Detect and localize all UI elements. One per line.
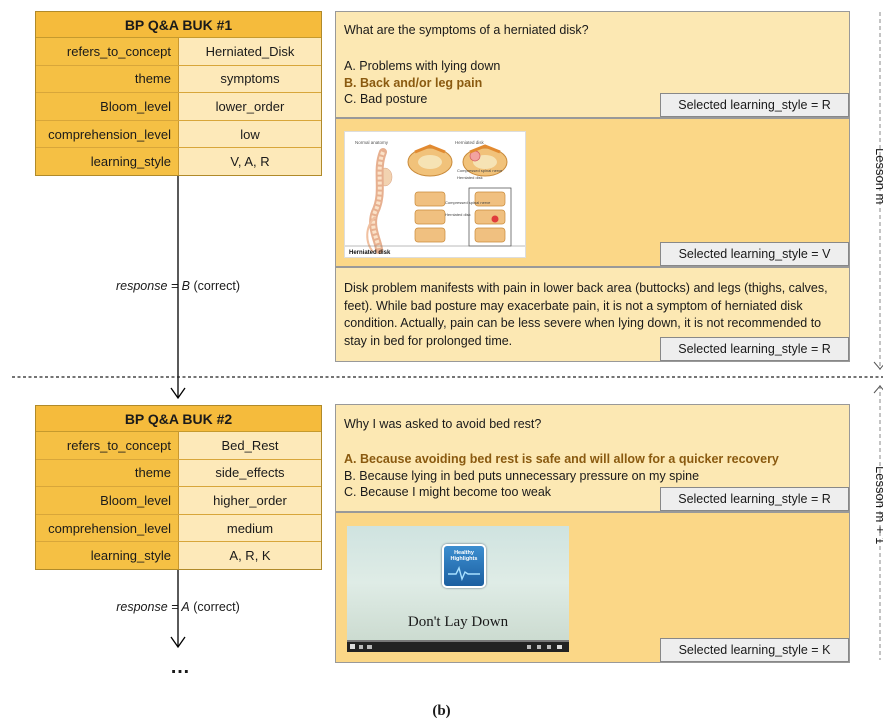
- buk1-key: comprehension_level: [36, 120, 179, 148]
- learning-style-badge: Selected learning_style = R: [660, 487, 849, 511]
- question-panel-2-body: Why I was asked to avoid bed rest? A. Be…: [344, 416, 841, 501]
- question-2-text: Why I was asked to avoid bed rest?: [344, 417, 542, 431]
- buk2-key: theme: [36, 459, 179, 487]
- buk1-key: theme: [36, 65, 179, 93]
- herniated-disk-illustration: Normal anatomy Herniated disk Compressed…: [344, 131, 526, 258]
- bracket-tick-top: [873, 361, 883, 370]
- buk1-key: refers_to_concept: [36, 38, 179, 65]
- video-panel: Healthy Highlights Don't Lay Down Select…: [335, 512, 850, 663]
- learning-style-badge: Selected learning_style = V: [660, 242, 849, 266]
- buk2-value: A, R, K: [179, 542, 321, 569]
- question-1-option-a: A. Problems with lying down: [344, 59, 501, 73]
- buk2-key: refers_to_concept: [36, 432, 179, 459]
- arrowhead-2: [170, 636, 186, 649]
- response-2-status: (correct): [189, 600, 240, 614]
- fullscreen-icon[interactable]: [557, 645, 562, 649]
- buk2-value: side_effects: [179, 459, 321, 487]
- response-1-text: response = B: [115, 279, 190, 293]
- cc-icon[interactable]: [537, 645, 541, 649]
- volume-icon[interactable]: [367, 645, 372, 649]
- illustration-label-disk-2: Herniated disk: [445, 212, 471, 217]
- logo-text: Healthy Highlights: [450, 550, 478, 562]
- illustration-label-herniated: Herniated disk: [455, 140, 485, 145]
- response-1-status: (correct): [190, 279, 240, 293]
- buk2-key: comprehension_level: [36, 514, 179, 542]
- illustration-label-nerve-2: Compressed spinal nerve: [445, 200, 491, 205]
- buk2-value: Bed_Rest: [179, 432, 321, 459]
- buk2-title: BP Q&A BUK #2: [36, 406, 321, 432]
- learning-style-badge: Selected learning_style = R: [660, 93, 849, 117]
- next-icon[interactable]: [359, 645, 363, 649]
- question-panel-1-body: What are the symptoms of a herniated dis…: [344, 22, 841, 108]
- arrowhead-1: [170, 387, 186, 400]
- explanation-text: Disk problem manifests with pain in lowe…: [344, 281, 828, 348]
- buk1-value: symptoms: [179, 65, 321, 93]
- response-2-text: response = A: [116, 600, 190, 614]
- buk2-key: learning_style: [36, 542, 179, 569]
- bracket-tick-bottom: [873, 385, 883, 394]
- illustration-label-disk-1: Herniated disk: [457, 175, 483, 180]
- lesson-label-bottom: Lesson m + 1: [873, 466, 883, 544]
- video-controls-bar[interactable]: [347, 642, 569, 652]
- learning-style-badge: Selected learning_style = R: [660, 337, 849, 361]
- buk2-key: Bloom_level: [36, 487, 179, 514]
- figure-caption: (b): [0, 703, 883, 720]
- buk1-value: V, A, R: [179, 148, 321, 175]
- settings-icon[interactable]: [527, 645, 531, 649]
- illustration-footer: Herniated disk: [349, 250, 391, 256]
- illustration-label-nerve-1: Compressed spinal nerve: [457, 168, 503, 173]
- theater-icon[interactable]: [547, 645, 551, 649]
- image-panel: Normal anatomy Herniated disk Compressed…: [335, 118, 850, 267]
- question-1-option-c: C. Bad posture: [344, 92, 428, 106]
- caption-text: (b): [432, 703, 451, 719]
- response-label-1: response = B (correct): [68, 279, 288, 293]
- explanation-panel: Disk problem manifests with pain in lowe…: [335, 267, 850, 362]
- learning-style-badge: Selected learning_style = K: [660, 638, 849, 662]
- question-1-text: What are the symptoms of a herniated dis…: [344, 23, 589, 37]
- question-panel-1: What are the symptoms of a herniated dis…: [335, 11, 850, 118]
- question-1-option-b: B. Back and/or leg pain: [344, 75, 483, 90]
- heartbeat-icon: [448, 566, 480, 582]
- buk1-key: Bloom_level: [36, 93, 179, 120]
- buk2-value: higher_order: [179, 487, 321, 514]
- buk1-key: learning_style: [36, 148, 179, 175]
- question-panel-2: Why I was asked to avoid bed rest? A. Be…: [335, 404, 850, 512]
- spine-anatomy-icon: Normal anatomy Herniated disk Compressed…: [345, 140, 525, 256]
- question-2-option-c: C. Because I might become too weak: [344, 485, 552, 499]
- continuation-ellipsis: …: [170, 656, 191, 678]
- buk1-value: low: [179, 120, 321, 148]
- play-icon[interactable]: [350, 644, 355, 649]
- response-label-2: response = A (correct): [68, 600, 288, 614]
- lesson-label-top: Lesson m: [873, 148, 883, 204]
- healthy-highlights-logo: Healthy Highlights: [442, 544, 486, 588]
- buk1-title: BP Q&A BUK #1: [36, 12, 321, 38]
- buk2-value: medium: [179, 514, 321, 542]
- question-2-option-a: A. Because avoiding bed rest is safe and…: [344, 452, 779, 466]
- illustration-label-normal: Normal anatomy: [355, 140, 389, 145]
- video-progress-bar[interactable]: [347, 640, 569, 642]
- video-player[interactable]: Healthy Highlights Don't Lay Down: [347, 526, 569, 652]
- question-2-option-b: B. Because lying in bed puts unnecessary…: [344, 468, 700, 483]
- video-title: Don't Lay Down: [407, 614, 509, 630]
- buk1-value: lower_order: [179, 93, 321, 120]
- buk1-value: Herniated_Disk: [179, 38, 321, 65]
